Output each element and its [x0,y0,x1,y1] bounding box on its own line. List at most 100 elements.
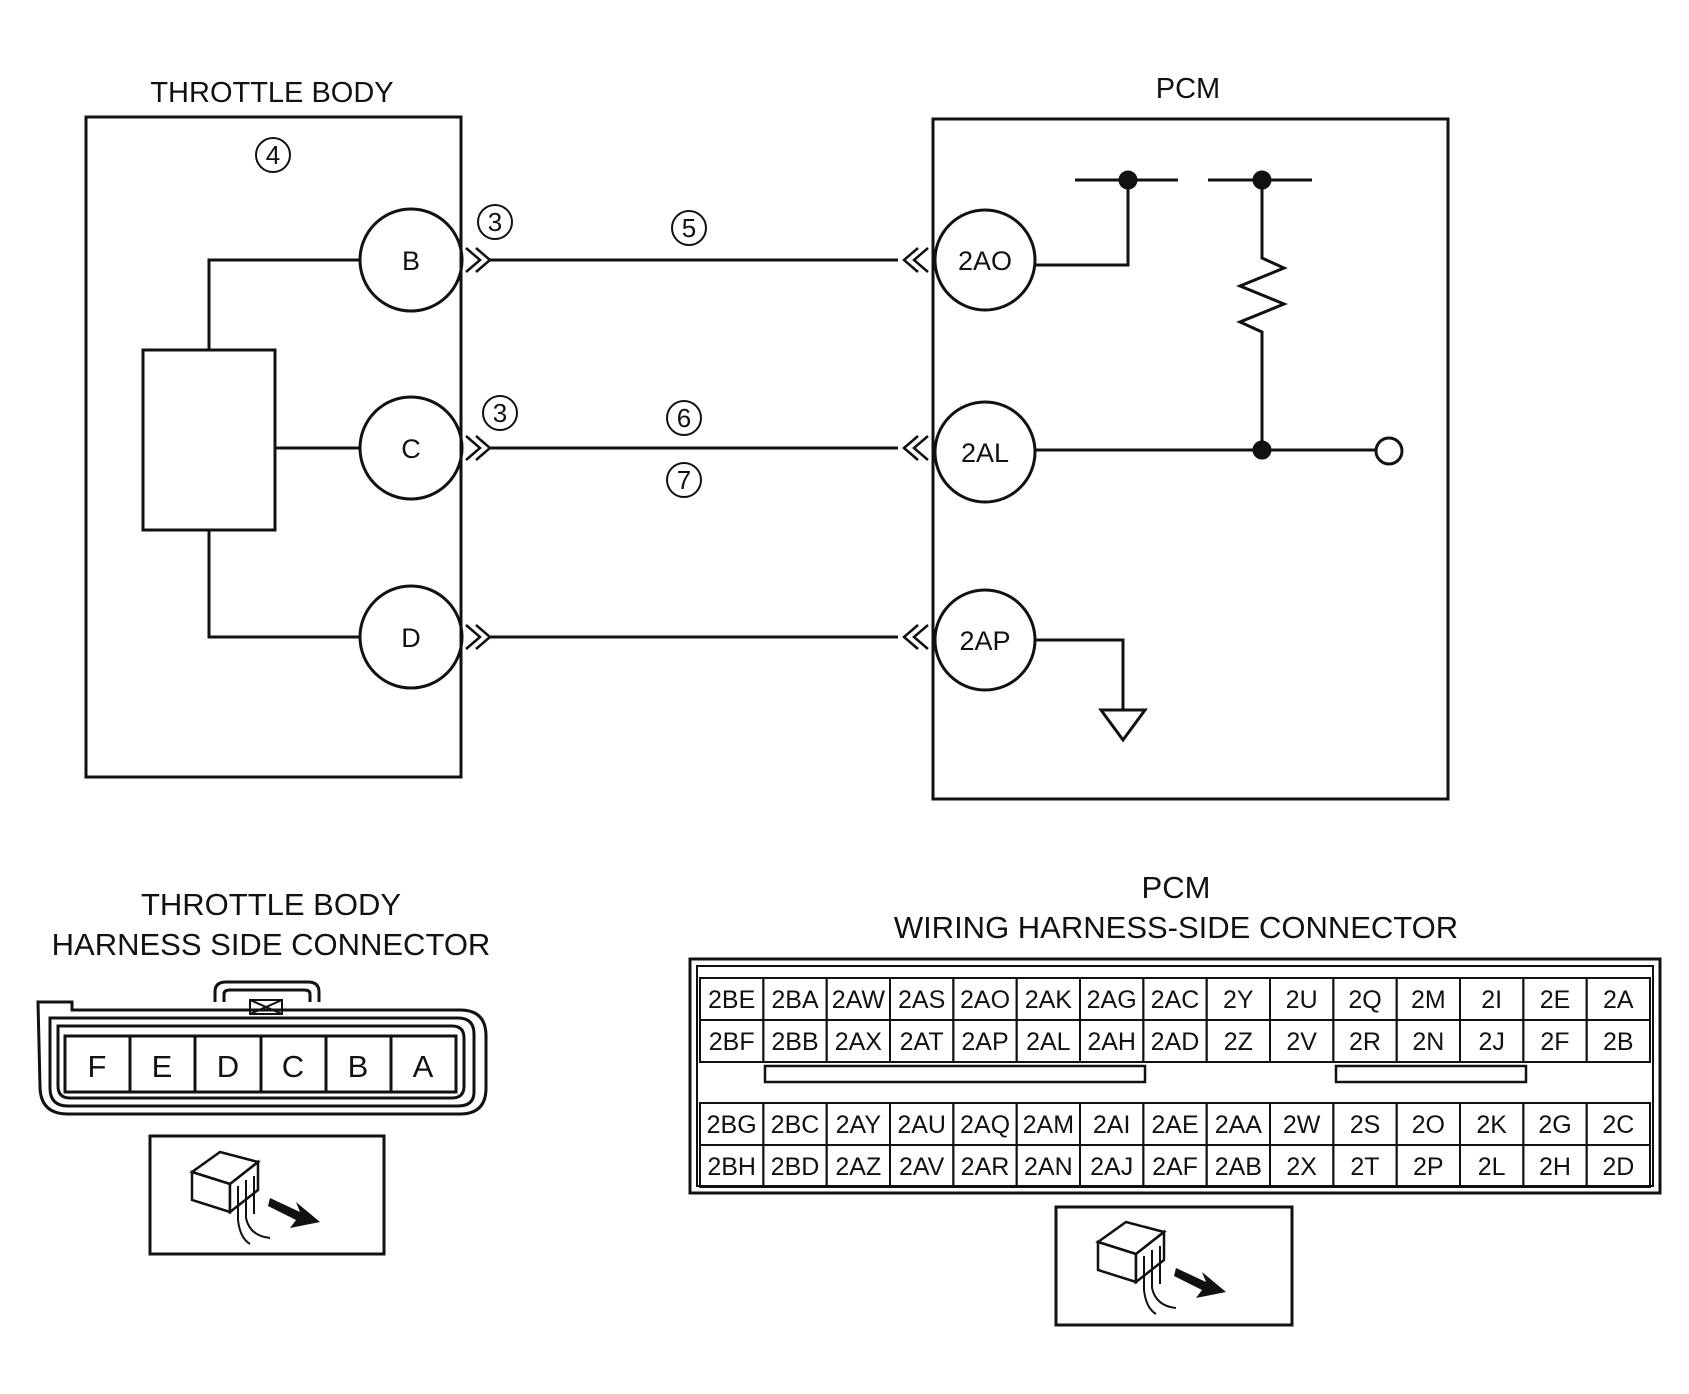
pcm-conn-pin-label: 2AM [1023,1111,1074,1139]
pcm-conn-pin-label: 2AG [1087,986,1137,1014]
pcm-conn-pin-label: 2Z [1224,1028,1253,1056]
pcm-conn-pin-label: 2Y [1223,986,1254,1014]
pcm-conn-pin-label: 2BH [707,1153,756,1181]
pcm-conn-pin-label: 2I [1481,986,1502,1014]
pcm-conn-pin-label: 2AB [1215,1153,1262,1181]
pcm-conn-pin-label: 2BA [771,986,819,1014]
throttle-conn-pin-b: B [348,1049,369,1084]
throttle-conn-pin-a: A [413,1049,434,1084]
pcm-conn-pin-label: 2AQ [960,1111,1010,1139]
pcm-conn-pin-label: 2AY [836,1111,882,1139]
pcm-pin-2al: 2AL [933,400,1037,504]
pcm-conn-pin-label: 2T [1350,1153,1379,1181]
pcm-view-direction-icon [1054,1205,1294,1327]
svg-text:2AO: 2AO [958,246,1012,276]
throttle-view-direction-icon [148,1134,386,1256]
throttle-sensor-element [141,348,277,532]
pcm-conn-pin-label: 2AO [960,986,1010,1014]
pcm-conn-pin-label: 2BG [707,1111,757,1139]
svg-text:D: D [401,623,421,653]
pcm-conn-cell [1585,1144,1651,1188]
pcm-conn-pin-label: 2S [1350,1111,1381,1139]
pcm-conn-pin-label: 2O [1412,1111,1445,1139]
harness-wires [490,258,898,639]
throttle-connector-title-2: HARNESS SIDE CONNECTOR [52,927,491,962]
throttle-conn-pin-f: F [88,1049,107,1084]
pcm-conn-pin-label: 2M [1411,986,1446,1014]
throttle-conn-pin-d: D [217,1049,239,1084]
pcm-conn-pin-label: 2F [1540,1028,1569,1056]
pcm-internal-circuit [1035,170,1404,743]
callout-5: 5 [671,210,707,246]
throttle-pin-b: B [358,207,464,313]
pcm-conn-pin-label: 2A [1603,986,1634,1014]
svg-text:2AP: 2AP [959,626,1010,656]
pcm-connector-shell [688,957,1662,1195]
throttle-connector-title-1: THROTTLE BODY [141,887,401,922]
pcm-conn-pin-label: 2BB [771,1028,818,1056]
pcm-conn-pin-label: 2AR [961,1153,1010,1181]
throttle-body-title: THROTTLE BODY [150,77,393,109]
callout-7: 7 [666,462,702,498]
throttle-connector-chevrons [465,247,492,650]
pcm-conn-pin-label: 2AH [1087,1028,1136,1056]
pcm-conn-pin-label: 2R [1349,1028,1381,1056]
pcm-conn-pin-label: 2U [1286,986,1318,1014]
pcm-conn-pin-label: 2P [1413,1153,1444,1181]
callout-3-lower: 3 [482,395,518,431]
throttle-connector-pins: F E D C B A [63,1034,458,1094]
pcm-conn-pin-label: 2AX [835,1028,883,1056]
throttle-pin-d: D [358,584,464,690]
svg-text:6: 6 [677,403,691,433]
pcm-conn-pin-label: 2H [1539,1153,1571,1181]
pcm-conn-pin-label: 2BC [771,1111,820,1139]
pcm-conn-pin-label: 2AL [1026,1028,1071,1056]
pcm-conn-pin-label: 2K [1476,1111,1507,1139]
svg-text:B: B [402,246,420,276]
pcm-conn-pin-label: 2C [1602,1111,1634,1139]
throttle-internal-wiring [207,258,360,639]
pcm-conn-pin-label: 2BE [708,986,755,1014]
pcm-conn-pin-label: 2AF [1152,1153,1198,1181]
pcm-conn-pin-label: 2AD [1151,1028,1200,1056]
pcm-conn-pin-label: 2L [1478,1153,1506,1181]
throttle-conn-pin-c: C [282,1049,304,1084]
pcm-conn-pin-label: 2AK [1025,986,1073,1014]
pcm-conn-pin-label: 2J [1478,1028,1504,1056]
pcm-conn-pin-label: 2AV [899,1153,945,1181]
pcm-pin-2ao: 2AO [933,208,1037,312]
pcm-conn-pin-label: 2X [1286,1153,1317,1181]
callout-4: 4 [255,137,291,173]
pcm-conn-pin-label: 2AA [1215,1111,1263,1139]
svg-text:5: 5 [682,213,696,243]
pcm-conn-pin-label: 2AP [961,1028,1008,1056]
pcm-conn-pin-label: 2AJ [1090,1153,1133,1181]
pcm-conn-pin-label: 2BD [771,1153,820,1181]
pcm-conn-pin-label: 2AE [1151,1111,1198,1139]
callout-6: 6 [666,400,702,436]
pcm-connector-title-1: PCM [1142,870,1211,905]
callout-3-upper: 3 [477,204,513,240]
pcm-conn-pin-label: 2AN [1024,1153,1073,1181]
pcm-conn-pin-label: 2AZ [835,1153,881,1181]
pcm-conn-pin-label: 2W [1283,1111,1321,1139]
svg-text:4: 4 [266,140,280,170]
svg-text:3: 3 [493,398,507,428]
pcm-conn-pin-label: 2AT [900,1028,944,1056]
pcm-box [931,117,1450,801]
throttle-connector-shell [36,980,488,1116]
pcm-conn-pin-label: 2BF [709,1028,755,1056]
pcm-conn-pin-label: 2AC [1151,986,1200,1014]
pcm-pin-2ap: 2AP [933,588,1037,692]
pcm-conn-pin-label: 2B [1603,1028,1634,1056]
pcm-conn-pin-label: 2AS [898,986,945,1014]
pcm-connector-title-2: WIRING HARNESS-SIDE CONNECTOR [894,910,1458,945]
svg-text:2AL: 2AL [961,438,1009,468]
pcm-conn-pin-label: 2E [1540,986,1571,1014]
pcm-conn-pin-label: 2AW [832,986,886,1014]
pcm-title: PCM [1156,73,1220,105]
svg-text:7: 7 [677,465,691,495]
throttle-conn-pin-e: E [152,1049,173,1084]
